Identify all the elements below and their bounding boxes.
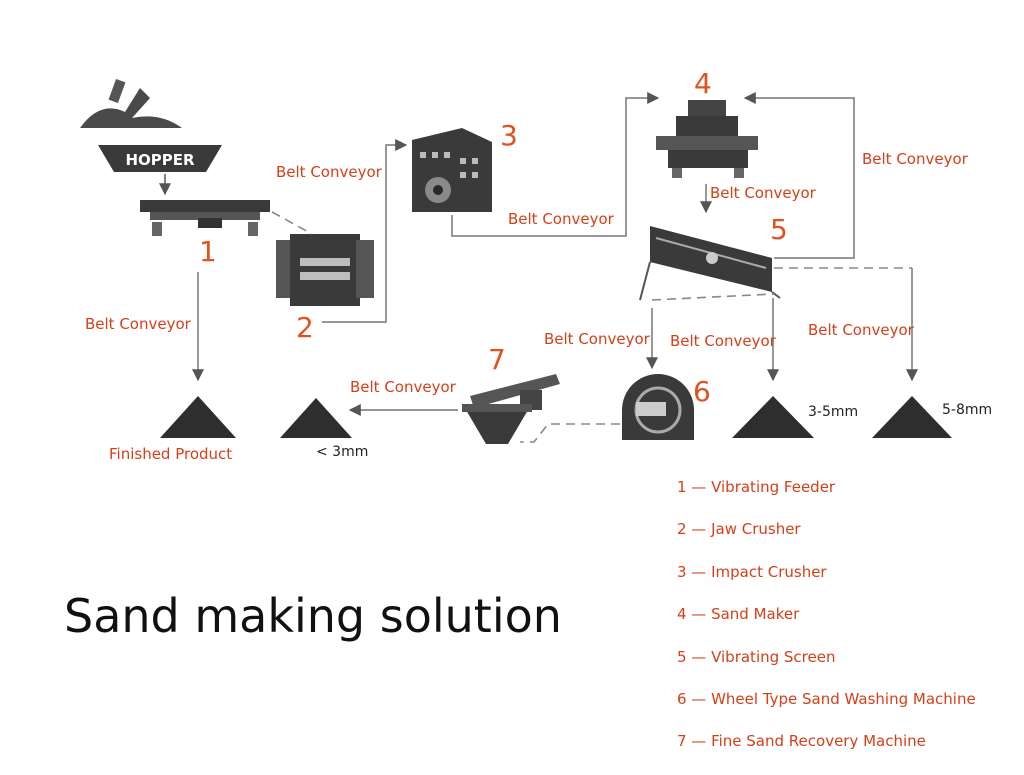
machine-number-6: 6 [693,375,711,408]
legend-item: 6 — Wheel Type Sand Washing Machine [677,689,976,708]
coarse-sand-label: 5-8mm [942,402,993,418]
legend-item: 4 — Sand Maker [677,605,800,624]
legend-item: 2 — Jaw Crusher [677,520,801,539]
dash-screen-lower [651,293,775,301]
vibrating-feeder-icon [140,200,270,236]
conveyor-label: Belt Conveyor [808,321,914,339]
finished-product-pile [160,396,236,438]
finished-product-label: Finished Product [109,445,233,463]
medium-sand-label: 3-5mm [808,404,859,420]
conveyor-label: Belt Conveyor [710,184,816,202]
coarse-sand-pile [872,396,952,438]
legend-item: 1 — Vibrating Feeder [677,478,836,496]
flow-3-to-4 [451,92,660,237]
machine-number-2: 2 [296,311,314,344]
vibrating-screen-icon [639,226,781,301]
flow-2-to-3 [322,139,408,323]
machine-number-5: 5 [770,213,788,246]
conveyor-label: Belt Conveyor [508,210,614,228]
machine-number-7: 7 [488,343,506,376]
fine-sand-label: < 3mm [316,444,369,460]
conveyor-label: Belt Conveyor [670,332,776,350]
impact-crusher-icon [412,128,492,212]
machine-number-4: 4 [694,67,712,100]
fine-sand-pile [280,398,352,438]
machine-legend: 1 — Vibrating Feeder 2 — Jaw Crusher 3 —… [677,478,976,775]
dash-feeder-to-jaw [271,211,313,235]
conveyor-label: Belt Conveyor [85,315,191,333]
legend-item: 5 — Vibrating Screen [677,647,836,666]
conveyor-label: Belt Conveyor [350,378,456,396]
sand-maker-icon [656,100,758,178]
sand-washer-icon [622,374,694,440]
conveyor-label: Belt Conveyor [544,330,650,348]
conveyor-label: Belt Conveyor [276,163,382,181]
flow-5-return-to-4 [743,92,855,259]
hopper-icon: HOPPER [80,78,222,172]
conveyor-label: Belt Conveyor [862,150,968,168]
legend-item: 7 — Fine Sand Recovery Machine [677,732,926,751]
fine-sand-recovery-icon [462,374,560,444]
machine-number-1: 1 [199,235,217,268]
dash-washer-to-recovery [520,423,620,443]
machine-number-3: 3 [500,119,518,152]
page-title: Sand making solution [64,589,562,643]
legend-item: 3 — Impact Crusher [677,562,827,581]
medium-sand-pile [732,396,814,438]
jaw-crusher-icon [276,234,374,306]
svg-text:HOPPER: HOPPER [125,151,195,169]
